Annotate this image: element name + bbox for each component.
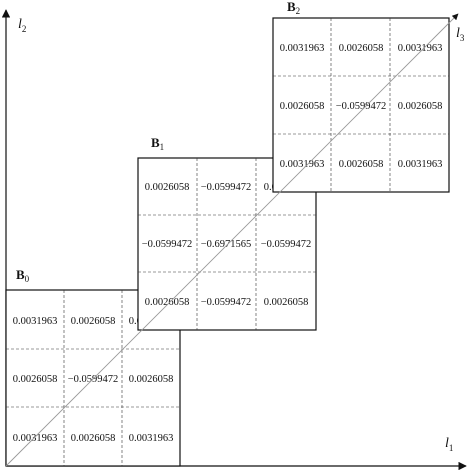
- block-b2-cell: −0.0599472: [336, 101, 387, 112]
- block-b0-cell: 0.0031963: [13, 316, 58, 327]
- block-b1-cell: 0.0026058: [145, 182, 190, 193]
- block-b2-cell: 0.0031963: [280, 43, 325, 54]
- block-b2-cell: 0.0031963: [398, 159, 443, 170]
- block-b0-cell: 0.0026058: [71, 433, 116, 444]
- block-b1-cell: 0.0026058: [264, 297, 309, 308]
- l3-axis-line: [5, 13, 459, 467]
- block-b0-cell: 0.0031963: [13, 433, 58, 444]
- block-b2-cell: 0.0031963: [398, 43, 443, 54]
- block-b1-label: B1: [151, 135, 164, 152]
- block-b2-cell: 0.0026058: [339, 43, 384, 54]
- block-b0-label: B0: [16, 267, 30, 284]
- block-b1-cell: −0.6971565: [201, 239, 252, 250]
- block-b2-cell: 0.0026058: [339, 159, 384, 170]
- block-b2-cell: 0.0031963: [280, 159, 325, 170]
- block-b0-cell: 0.0026058: [71, 316, 116, 327]
- block-b0-cell: 0.0026058: [13, 374, 58, 385]
- block-b1-cell: 0.0026058: [145, 297, 190, 308]
- block-b2-label: B2: [287, 0, 300, 16]
- block-b1-cell: −0.0599472: [201, 182, 252, 193]
- block-b0-cell: 0.0031963: [129, 433, 174, 444]
- block-b2: 0.0031963 0.0026058 0.0031963 0.0026058 …: [272, 17, 450, 193]
- block-b1: 0.0026058 −0.0599472 0.0026058 −0.059947…: [137, 157, 317, 331]
- l3-axis-label: l3: [456, 26, 465, 43]
- block-b2-frame: [272, 17, 450, 193]
- block-b0-cell: 0.0026058: [129, 374, 174, 385]
- block-b2-cell: 0.0026058: [398, 101, 443, 112]
- block-b1-cell: −0.0599472: [201, 297, 252, 308]
- block-b2-cell: 0.0026058: [280, 101, 325, 112]
- l2-axis-label: l2: [18, 17, 26, 34]
- l1-axis-label: l1: [445, 436, 453, 453]
- block-b1-cell: −0.0599472: [142, 239, 193, 250]
- block-b1-cell: −0.0599472: [261, 239, 312, 250]
